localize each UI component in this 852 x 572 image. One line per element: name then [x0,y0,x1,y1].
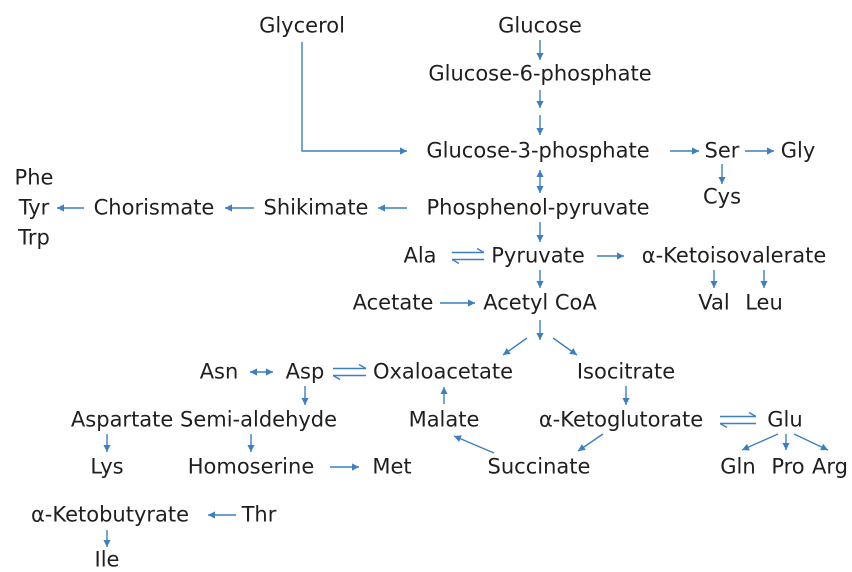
arrow-asp-to-semialdehyde [301,386,309,405]
node-alpha-ketobutyrate: α-Ketobutyrate [30,502,190,527]
arrow-glycerol-to-g3p [301,42,407,155]
arrow-ketoglutarate-glu [719,411,757,429]
arrow-glu-to-gln [741,433,779,451]
node-thr: Thr [241,502,277,527]
arrow-succinate-to-malate [453,435,495,454]
node-glucose-6-phosphate: Glucose-6-phosphate [428,61,652,86]
arrow-acetate-to-acetylcoa [440,299,475,307]
arrow-ser-to-cys [718,164,726,184]
node-leu: Leu [745,290,783,315]
node-glu: Glu [767,407,803,432]
arrow-glu-to-arg [793,433,829,451]
node-homoserine: Homoserine [187,454,315,479]
node-gln: Gln [720,454,756,479]
arrow-acetylcoa-down [536,320,544,340]
node-chorismate: Chorismate [93,195,215,220]
node-asp: Asp [285,359,325,384]
arrow-chorismate-to-aromatics [57,204,84,212]
arrow-g6p-to-g3p-lower [536,115,544,135]
arrow-asn-asp [250,368,273,376]
node-asn: Asn [199,359,239,384]
arrow-ketoglutarate-to-succinate [577,433,604,452]
node-ile: Ile [94,547,120,572]
arrow-pep-to-shikimate [378,204,407,212]
node-trp: Trp [18,225,50,250]
arrow-to-isocitrate [552,337,578,356]
node-aspartate-semi-aldehyde: Aspartate Semi-aldehyde [70,407,338,432]
node-glucose-3-phosphate: Glucose-3-phosphate [426,138,650,163]
node-arg: Arg [812,454,848,479]
arrow-ketoisovalerate-to-leu [760,270,768,288]
arrow-semialdehyde-to-homoserine [247,434,255,452]
node-shikimate: Shikimate [263,195,369,220]
node-pyruvate: Pyruvate [491,243,585,268]
arrow-shikimate-to-chorismate [225,204,254,212]
node-lys: Lys [90,454,124,479]
node-ser: Ser [704,138,740,163]
arrow-g3p-to-ser [670,147,699,155]
arrow-ser-to-gly [745,147,774,155]
node-alpha-ketoglutorate: α-Ketoglutorate [538,407,704,432]
node-glycerol: Glycerol [259,13,345,38]
node-acetyl-coa: Acetyl CoA [483,290,597,315]
arrow-asp-oxaloacetate [332,363,367,381]
arrow-g3p-pep [536,170,544,193]
arrow-isocitrate-to-ketoglutarate [622,386,630,405]
node-isocitrate: Isocitrate [576,359,676,384]
node-val: Val [698,290,730,315]
arrow-glucose-to-g6p [536,40,544,60]
arrow-pep-to-pyruvate [536,222,544,242]
arrow-to-oxaloacetate [502,337,528,356]
node-gly: Gly [780,138,816,163]
node-met: Met [372,454,412,479]
arrow-aspartate-to-lys [103,434,111,452]
node-phosphenol-pyruvate: Phosphenol-pyruvate [426,195,650,220]
node-cys: Cys [702,184,742,209]
arrow-ketobutyrate-to-ile [103,530,111,547]
arrow-glu-to-pro [782,434,790,450]
node-oxaloacetate: Oxaloacetate [372,359,514,384]
node-ala: Ala [403,243,437,268]
arrow-ala-pyruvate [451,247,485,265]
node-glucose: Glucose [498,13,582,38]
arrow-ketoisovalerate-to-val [710,270,718,288]
arrow-homoserine-to-met [330,463,359,471]
node-alpha-ketoisovalerate: α-Ketoisovalerate [641,243,827,268]
node-tyr: Tyr [18,195,50,220]
node-pro: Pro [771,454,805,479]
node-malate: Malate [408,407,480,432]
arrow-pyruvate-to-acetylcoa [536,270,544,288]
arrow-pyruvate-to-ketoisovalerate [597,252,624,260]
node-phe: Phe [14,165,54,190]
node-succinate: Succinate [487,454,591,479]
node-acetate: Acetate [352,290,434,315]
arrow-malate-to-oxaloacetate [440,387,448,404]
arrow-thr-to-ketobutyrate [208,511,236,519]
arrow-g6p-to-g3p-upper [536,90,544,108]
